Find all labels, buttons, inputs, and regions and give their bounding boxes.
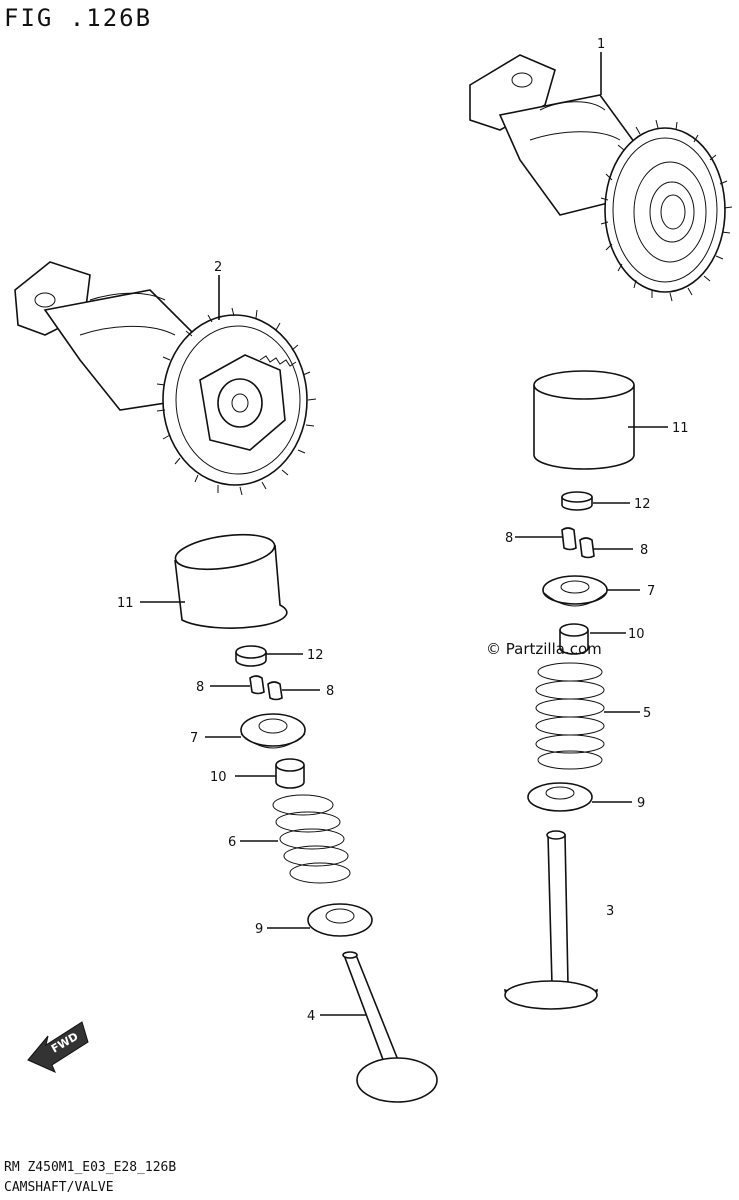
exhaust-valve [504, 830, 598, 1010]
cotters-right [561, 527, 595, 559]
cotters-left [249, 675, 283, 701]
spring-seat-left [307, 903, 373, 937]
diagram-code: RM Z450M1_E03_E28_126B [4, 1160, 177, 1175]
callout-9-right: 9 [637, 796, 645, 811]
diagram-name: CAMSHAFT/VALVE [4, 1180, 114, 1195]
callout-12-left: 12 [307, 648, 324, 663]
callout-8-right-b: 8 [640, 543, 648, 558]
spring-left [272, 794, 351, 884]
stem-seal-left [275, 758, 305, 789]
figure-title: FIG .126B [4, 4, 153, 32]
callout-1: 1 [597, 37, 605, 52]
callout-8-left-a: 8 [196, 680, 204, 695]
callout-8-right-a: 8 [505, 531, 513, 546]
camshaft-2 [14, 261, 317, 496]
fwd-arrow: FWD [27, 1021, 89, 1073]
callout-8-left-b: 8 [326, 684, 334, 699]
leader-lines [140, 52, 668, 1016]
callout-4: 4 [307, 1009, 315, 1024]
callout-5: 5 [643, 706, 651, 721]
shim-right [561, 491, 593, 511]
spring-seat-right [527, 782, 593, 812]
intake-valve [342, 951, 438, 1103]
camshaft-1-gear [600, 119, 733, 302]
tappet-right [533, 370, 635, 470]
watermark-text: © Partzilla.com [486, 640, 602, 658]
spring-right [535, 662, 605, 770]
callout-9-left: 9 [255, 922, 263, 937]
callout-6: 6 [228, 835, 236, 850]
callout-11-right: 11 [672, 421, 689, 436]
camshaft-2-gear [156, 307, 317, 496]
callout-7-left: 7 [190, 731, 198, 746]
shim-left [235, 645, 267, 667]
camshaft-1 [469, 54, 733, 302]
callout-3: 3 [606, 904, 614, 919]
callout-11-left: 11 [117, 596, 134, 611]
tappet-left [174, 533, 288, 629]
callout-12-right: 12 [634, 497, 651, 512]
callout-2: 2 [214, 260, 222, 275]
callout-10-left: 10 [210, 770, 227, 785]
callout-7-right: 7 [647, 584, 655, 599]
retainer-right [542, 575, 608, 607]
callouts: 1 2 11 12 8 8 7 10 5 9 3 11 12 8 8 7 10 … [117, 37, 689, 1024]
retainer-left [240, 713, 306, 749]
stem-seal-right [559, 623, 589, 655]
callout-10-right: 10 [628, 627, 645, 642]
